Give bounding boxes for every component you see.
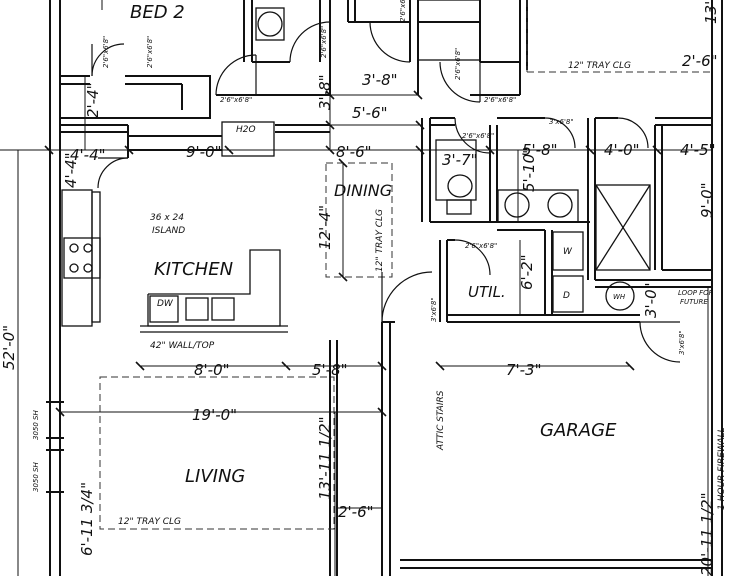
dw-note: DW [157,299,174,309]
room-kitchen: KITCHEN [154,259,233,280]
dim-4-5: 4'-5" [680,141,716,159]
dim-12-4: 12'-4" [316,205,334,250]
h2o-note: H2O [236,125,256,135]
dim-5-8: 5'-8" [522,141,558,159]
dim-5-8-b: 5'-8" [312,361,348,379]
dim-19-0: 19'-0" [192,406,237,424]
dim-9-0-v: 9'-0" [698,182,716,218]
dim-13-11: 13'-11 1/2" [316,416,334,500]
dim-8-6: 8'-6" [336,143,372,161]
tray-ceilings [99,0,712,530]
dim-5-10: 5'-10" [520,147,538,192]
island-note-2: ISLAND [152,226,185,236]
door-label: 2'6"x6'8" [320,26,328,58]
door-label: 2'6"x6'8" [454,48,462,80]
dim-3-7: 3'-7" [442,151,478,169]
dim-4-0: 4'-0" [604,141,640,159]
door-swings [91,21,681,363]
dim-4-4-h: 4'-4" [70,146,106,164]
room-labels: BED 2 KITCHEN DINING LIVING GARAGE UTIL. [130,2,617,487]
tray-dining-note: 12" TRAY CLG [375,209,385,272]
notes: 36 x 24 ISLAND 42" WALL/TOP H2O DW 12" T… [32,61,727,527]
dryer-note: D [563,291,570,301]
island-note-1: 36 x 24 [150,213,184,223]
dim-2-6-a: 2'-6" [338,503,374,521]
window-note-1: 3050 SH [32,410,40,440]
door-label: 2'6"x6'8" [146,36,154,68]
dim-6-11: 6'-11 3/4" [78,482,96,556]
dim-7-3: 7'-3" [506,361,542,379]
dim-5-6: 5'-6" [352,104,388,122]
wall-top-note: 42" WALL/TOP [150,341,215,351]
dim-9-0: 9'-0" [186,143,222,161]
door-label: 2'6"x6'8" [102,36,110,68]
room-util: UTIL. [468,283,506,301]
dim-2-4: 2'-4" [84,82,102,118]
loop-note-1: LOOP FOR [678,289,714,297]
room-bed2: BED 2 [130,2,185,23]
door-label: 2'6"x6'8" [399,0,407,22]
dim-3-8-h: 3'-8" [362,71,398,89]
dim-3-0: 3'-0" [642,282,660,318]
room-living: LIVING [185,466,245,487]
loop-note-2: FUTURE [680,298,708,306]
door-label: 3'x6'8" [678,330,686,355]
door-label: 3'x6'8" [430,297,438,322]
window-note-2: 3050 SH [32,462,40,492]
tray-living-note: 12" TRAY CLG [118,517,181,527]
door-label: 2'6"x6'8" [484,96,516,104]
dim-13-top: 13' [702,1,720,24]
dim-52-0: 52'-0" [0,325,18,370]
dimension-labels: 2'-4" 3'-8" 3'-8" 5'-6" 4'-4" 4'-4" 9'-0… [0,1,720,576]
dim-4-4-v: 4'-4" [62,152,80,188]
dim-3-8-v: 3'-8" [316,74,334,110]
wh-note: WH [613,293,626,301]
washer-note: W [563,247,573,257]
door-label: 2'6"x6'8" [220,96,252,104]
fixtures [61,0,651,333]
door-labels: 2'6"x6'8" 2'6"x6'8" 2'6"x6'8" 2'6"x6'8" … [102,0,686,355]
room-garage: GARAGE [540,420,617,441]
dimension-ticks [44,90,662,417]
dim-8-0: 8'-0" [194,361,230,379]
dim-20-11: 20'-11 1/2" [698,492,716,576]
door-label: 2'6"x6'8" [462,132,494,140]
tray-top-note: 12" TRAY CLG [568,61,631,71]
door-label: 3'x6'8" [549,118,574,126]
door-label: 2'6"x6'8" [465,242,497,250]
firewall-note: 1 HOUR FIREWALL [717,427,727,510]
dimension-lines [0,0,712,576]
dim-6-2: 6'-2" [518,254,536,290]
attic-stairs-note: ATTIC STAIRS [436,390,446,451]
dim-2-6-b: 2'-6" [682,52,718,70]
room-dining: DINING [334,181,392,200]
